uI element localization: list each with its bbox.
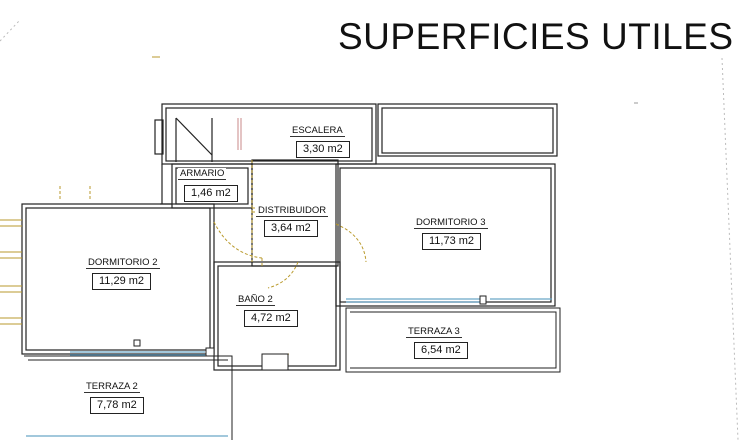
pipes	[237, 118, 242, 150]
exterior-ticks	[0, 219, 22, 325]
room-label-armario: ARMARIO	[178, 168, 227, 180]
room-label-bano-2: BAÑO 2	[236, 294, 275, 306]
page-title: SUPERFICIES UTILES	[338, 16, 734, 57]
room-area-terraza-2: 7,78 m2	[90, 397, 144, 414]
room-area-armario: 1,46 m2	[184, 185, 238, 202]
room-label-terraza-3: TERRAZA 3	[406, 326, 462, 338]
room-label-terraza-2: TERRAZA 2	[84, 381, 140, 393]
room-area-terraza-3: 6,54 m2	[414, 342, 468, 359]
room-area-bano-2: 4,72 m2	[244, 310, 298, 327]
room-label-escalera: ESCALERA	[290, 125, 345, 137]
room-area-dormitorio-3: 11,73 m2	[422, 233, 482, 250]
room-area-escalera: 3,30 m2	[296, 141, 350, 158]
posts	[133, 295, 487, 371]
room-label-distribuidor: DISTRIBUIDOR	[256, 205, 329, 217]
terraces	[24, 307, 561, 440]
room-area-dormitorio-2: 11,29 m2	[92, 273, 152, 290]
room-label-dormitorio-2: DORMITORIO 2	[86, 257, 160, 269]
room-label-dormitorio-3: DORMITORIO 3	[414, 217, 488, 229]
windows	[26, 298, 552, 437]
room-area-distribuidor: 3,64 m2	[264, 220, 318, 237]
